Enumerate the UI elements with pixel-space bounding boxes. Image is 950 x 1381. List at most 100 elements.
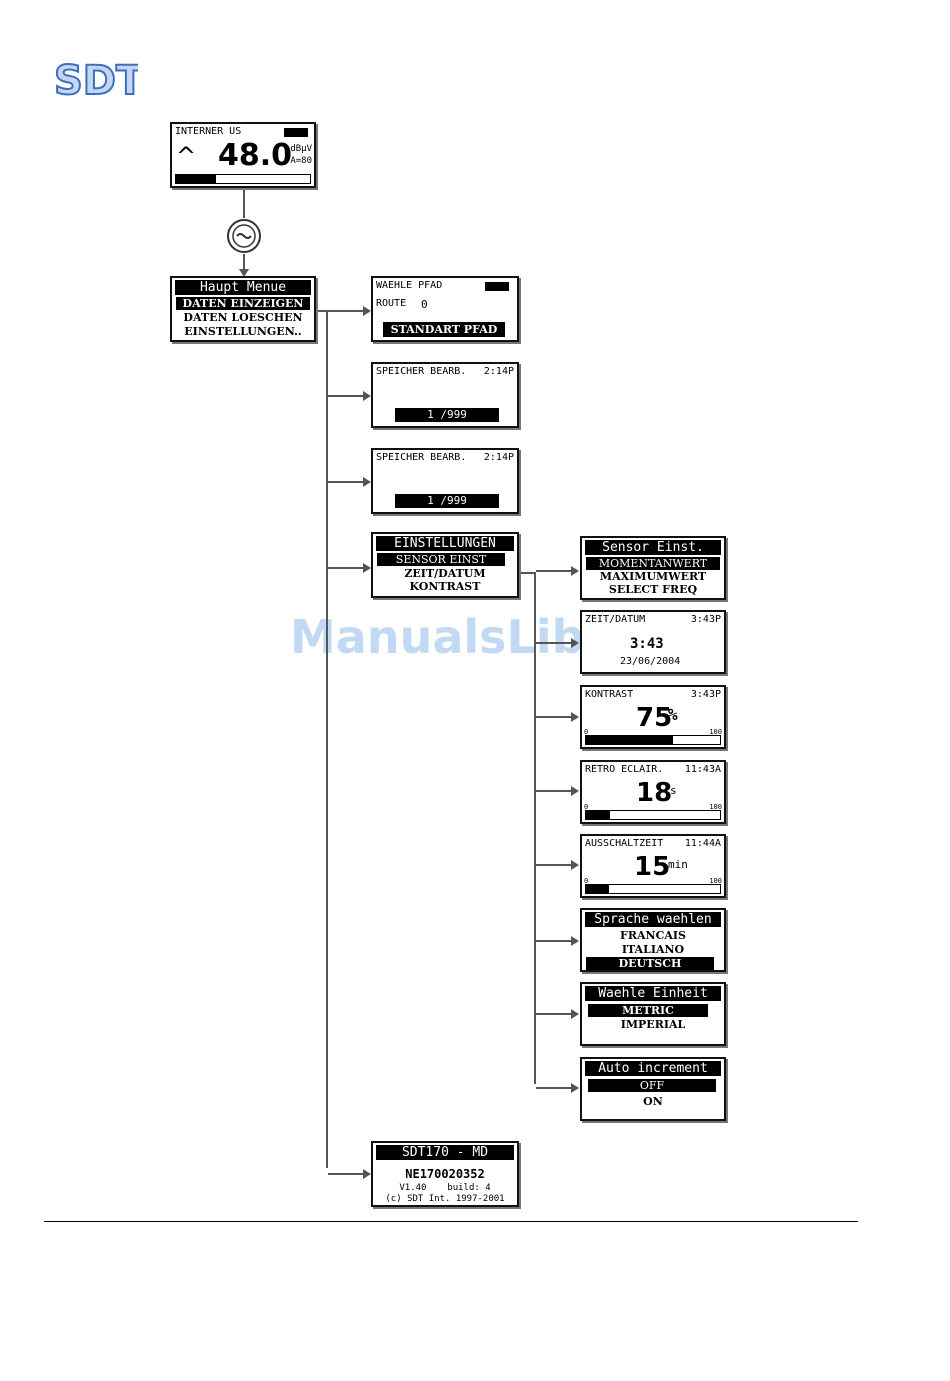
backlight-min: 0 [584, 803, 589, 811]
settings-item-0[interactable]: SENSOR EINST [377, 553, 505, 566]
main-menu-item-1[interactable]: DATEN LOESCHEN [183, 311, 303, 324]
main-menu-title: Haupt Menue [175, 280, 311, 295]
screen-language: Sprache waehlen FRANCAIS ITALIANO DEUTSC… [580, 908, 726, 972]
memory1-header: SPEICHER BEARB. [376, 366, 467, 377]
memory2-time: 2:14P [483, 452, 514, 463]
memory2-value: 1 /999 [395, 494, 499, 508]
language-item-1[interactable]: ITALIANO [621, 943, 685, 956]
memory1-time: 2:14P [483, 366, 514, 377]
about-copyright: (c) SDT Int. 1997-2001 [385, 1194, 505, 1204]
path-route-value: 0 [421, 298, 428, 311]
internal-value: 48.0 [218, 138, 293, 173]
arrow-path [316, 306, 371, 316]
settings-trunk [534, 572, 536, 1084]
settings-item-2[interactable]: KONTRAST [409, 580, 481, 593]
arrow-backlight [536, 786, 579, 796]
screen-auto-increment: Auto increment OFF ON [580, 1057, 726, 1121]
language-item-0[interactable]: FRANCAIS [620, 929, 686, 942]
screen-memory-2: SPEICHER BEARB. 2:14P 1 /999 [371, 448, 519, 514]
arrow-datetime [536, 638, 579, 648]
screen-internal-us: INTERNER US ^ 48.0 dBµV A=80 [170, 122, 316, 188]
sensor-title: Sensor Einst. [585, 540, 721, 555]
auto-item-0[interactable]: OFF [588, 1079, 716, 1092]
screen-main-menu: Haupt Menue DATEN EINZEIGEN DATEN LOESCH… [170, 276, 316, 342]
connector-to-menu [239, 254, 249, 277]
units-title: Waehle Einheit [585, 986, 721, 1001]
main-menu-item-2[interactable]: EINSTELLUNGEN.. [184, 325, 302, 338]
arrow-auto [536, 1083, 579, 1093]
contrast-unit: % [668, 705, 678, 724]
main-menu-item-0[interactable]: DATEN EINZEIGEN [176, 297, 310, 310]
shutdown-min: 0 [584, 877, 589, 885]
backlight-max: 100 [709, 803, 722, 811]
about-version-row: V1.40 build: 4 [373, 1183, 517, 1193]
backlight-bar [585, 810, 721, 820]
memory2-header: SPEICHER BEARB. [376, 452, 467, 463]
backlight-header: RETRO ECLAIR. [585, 764, 664, 775]
sdt-logo: SDT [52, 50, 145, 105]
peak-icon: ^ [176, 142, 197, 170]
settings-title: EINSTELLUNGEN [376, 536, 514, 551]
auto-item-1[interactable]: ON [643, 1095, 663, 1108]
arrow-units [536, 1009, 579, 1019]
battery-icon [284, 128, 308, 137]
settings-branch [518, 572, 536, 574]
language-item-2[interactable]: DEUTSCH [586, 957, 714, 970]
screen-units: Waehle Einheit METRIC IMPERIAL [580, 982, 726, 1046]
shutdown-unit: min [668, 858, 688, 871]
shutdown-bar [585, 884, 721, 894]
shutdown-value: 15 [634, 852, 671, 882]
arrow-sensor [536, 566, 579, 576]
screen-shutdown: AUSSCHALTZEIT 11:44A 15 min 0 100 [580, 834, 726, 898]
arrow-shutdown [536, 860, 579, 870]
arrow-contrast [536, 712, 579, 722]
internal-unit: dBµV [290, 144, 312, 154]
screen-memory-1: SPEICHER BEARB. 2:14P 1 /999 [371, 362, 519, 428]
internal-bar [175, 174, 311, 184]
contrast-bar [585, 735, 721, 745]
shutdown-time: 11:44A [684, 838, 721, 849]
contrast-header: KONTRAST [585, 689, 634, 700]
backlight-unit: s [670, 784, 677, 797]
nav-button-icon[interactable] [226, 218, 262, 254]
settings-item-1[interactable]: ZEIT/DATUM [404, 567, 486, 580]
arrow-memory2 [328, 477, 371, 487]
sensor-item-1[interactable]: MAXIMUMWERT [599, 570, 707, 583]
arrow-memory1 [328, 391, 371, 401]
datetime-time: 3:43P [690, 614, 721, 625]
connector-top [243, 188, 245, 218]
sensor-item-2[interactable]: SELECT FREQ [608, 583, 698, 596]
path-standard-button[interactable]: STANDART PFAD [383, 322, 505, 337]
units-item-0[interactable]: METRIC [588, 1004, 708, 1017]
screen-contrast: KONTRAST 3:43P 75 % 0 100 [580, 685, 726, 749]
sensor-item-0[interactable]: MOMENTANWERT [586, 557, 720, 570]
contrast-min: 0 [584, 728, 589, 736]
units-item-1[interactable]: IMPERIAL [620, 1018, 686, 1031]
backlight-value: 18 [636, 778, 673, 808]
datetime-value: 3:43 [630, 636, 664, 652]
contrast-time: 3:43P [690, 689, 721, 700]
screen-backlight: RETRO ECLAIR. 11:43A 18 s 0 100 [580, 760, 726, 824]
backlight-time: 11:43A [684, 764, 721, 775]
contrast-max: 100 [709, 728, 722, 736]
internal-sub: A=80 [290, 156, 312, 166]
path-header: WAEHLE PFAD [376, 280, 443, 291]
about-build: build: 4 [447, 1183, 491, 1193]
contrast-value: 75 [636, 703, 673, 733]
screen-settings: EINSTELLUNGEN SENSOR EINST ZEIT/DATUM KO… [371, 532, 519, 598]
screen-about: SDT170 - MD NE170020352 V1.40 build: 4 (… [371, 1141, 519, 1207]
shutdown-max: 100 [709, 877, 722, 885]
svg-text:SDT: SDT [54, 58, 138, 100]
memory1-value: 1 /999 [395, 408, 499, 422]
screen-path: WAEHLE PFAD ROUTE 0 STANDART PFAD [371, 276, 519, 342]
language-title: Sprache waehlen [585, 912, 721, 927]
trunk-line [326, 310, 328, 1168]
screen-sensor: Sensor Einst. MOMENTANWERT MAXIMUMWERT S… [580, 536, 726, 600]
internal-header: INTERNER US [175, 126, 242, 137]
path-route-label: ROUTE [376, 298, 407, 309]
about-serial: NE170020352 [405, 1167, 485, 1181]
arrow-about [328, 1169, 371, 1179]
datetime-date: 23/06/2004 [620, 656, 681, 667]
about-title: SDT170 - MD [376, 1145, 514, 1160]
datetime-header: ZEIT/DATUM [585, 614, 646, 625]
